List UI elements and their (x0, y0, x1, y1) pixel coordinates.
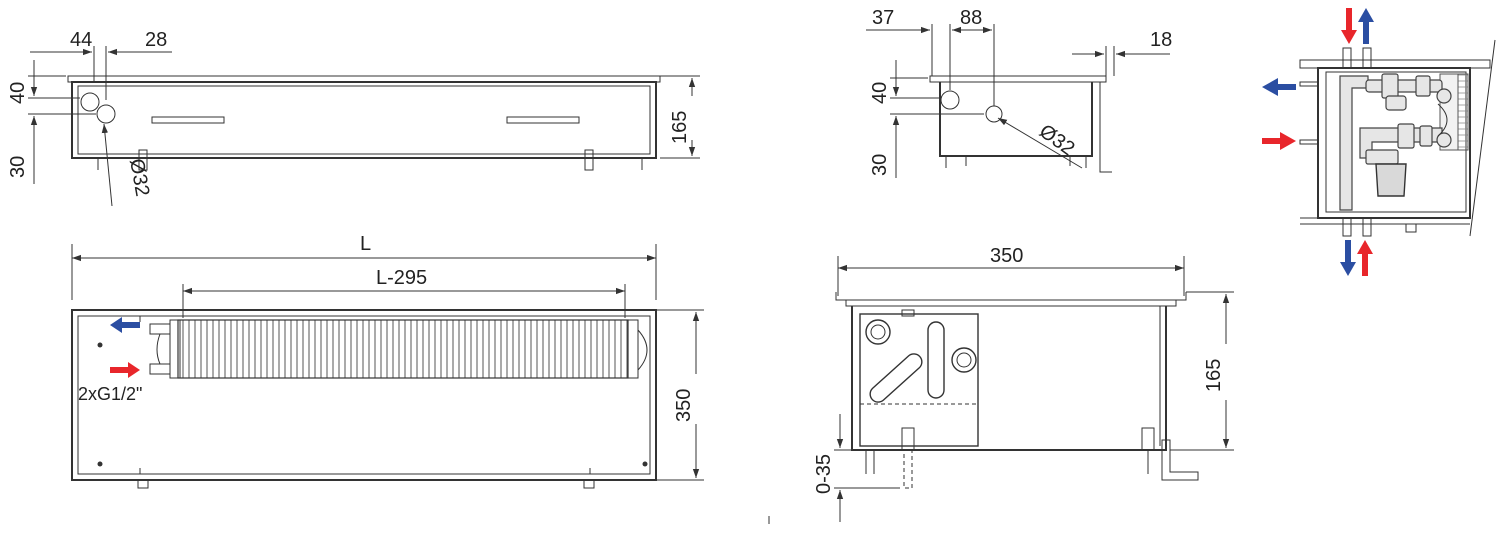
dim-88: 88 (960, 7, 982, 29)
connection-bend (156, 333, 161, 365)
connection-lower (149, 363, 171, 375)
detail-thermal-actuator (1375, 163, 1407, 197)
section-pipe-upper (865, 319, 891, 345)
dim-165-top: 165 (669, 111, 691, 144)
end-port-lower (985, 105, 1003, 123)
dim-L: L (360, 233, 371, 255)
plan-foot-left (137, 479, 149, 489)
dim-diameter-32-left: Ø32 (125, 157, 153, 198)
dim-44: 44 (70, 29, 92, 51)
top-supply-down-arrow-icon (1341, 8, 1357, 44)
front-mount-slot-right (506, 116, 580, 124)
top-return-up-arrow-icon (1358, 8, 1374, 44)
section-pipe-lower (951, 347, 977, 373)
dim-165-cross: 165 (1203, 359, 1225, 392)
end-port-upper (940, 90, 960, 110)
bottom-supply-up-arrow-icon (1357, 240, 1373, 276)
connection-upper (149, 323, 171, 335)
section-diagonal-slot (869, 353, 923, 403)
plan-foot-right (583, 479, 595, 489)
plan-view: L L-295 2xG1/2" 350 (71, 233, 704, 489)
dim-37: 37 (872, 7, 894, 29)
front-body (71, 81, 657, 159)
detail-valve-head (1385, 95, 1407, 111)
section-bracket (1161, 439, 1199, 481)
front-leg-left (138, 149, 148, 171)
exchanger-header-left (169, 319, 181, 379)
dim-18: 18 (1150, 29, 1172, 51)
detail-riser-pipe (1339, 75, 1369, 211)
dim-0-35: 0-35 (813, 454, 835, 494)
return-flow-arrow-icon (110, 317, 140, 333)
section-grille (845, 299, 1177, 307)
heat-exchanger-fins (177, 319, 629, 379)
detail-exchanger-fins (1457, 73, 1469, 151)
dim-30-left: 30 (7, 156, 29, 178)
section-frame-top (835, 292, 1187, 301)
dim-350-side: 350 (673, 389, 695, 422)
exchanger-return-bend (637, 329, 648, 371)
front-mount-slot-left (151, 116, 225, 124)
section-vertical-slot (927, 321, 945, 399)
detail-valve-lower (1397, 123, 1415, 149)
front-leg-right (584, 149, 594, 171)
end-body (939, 82, 1093, 157)
bottom-return-down-arrow-icon (1340, 240, 1356, 276)
front-port-upper (80, 92, 100, 112)
section-body (851, 306, 1167, 451)
front-port-lower (96, 104, 116, 124)
end-top-grille (929, 75, 1107, 83)
detail-valve-upper (1381, 73, 1399, 99)
dim-28: 28 (145, 29, 167, 51)
end-elevation-view: 37 88 18 40 30 Ø32 (866, 7, 1172, 178)
dim-30-mid: 30 (869, 154, 891, 176)
dim-40-mid: 40 (869, 82, 891, 104)
front-elevation-view: 44 28 40 30 165 Ø32 (7, 29, 700, 207)
side-return-left-arrow-icon (1262, 78, 1296, 96)
front-inner-wall (77, 85, 651, 155)
side-supply-right-arrow-icon (1262, 132, 1296, 150)
installation-detail-view (1262, 8, 1496, 276)
exchanger-header-right (627, 319, 639, 379)
dim-40-left: 40 (7, 82, 29, 104)
plan-inner (77, 315, 651, 475)
detail-actuator-collar (1365, 149, 1399, 165)
thread-size-label: 2xG1/2" (78, 384, 142, 404)
detail-floor-top (1299, 59, 1491, 69)
dim-350-cross: 350 (990, 245, 1023, 267)
dim-diameter-32-mid: Ø32 (1035, 120, 1079, 160)
supply-flow-arrow-icon (110, 362, 140, 378)
dim-L-295: L-295 (376, 267, 427, 289)
cross-section-view: 350 0-35 165 (813, 245, 1234, 522)
section-foot-right (1141, 427, 1155, 451)
detail-break-line (1469, 39, 1496, 237)
plan-body (71, 309, 657, 481)
